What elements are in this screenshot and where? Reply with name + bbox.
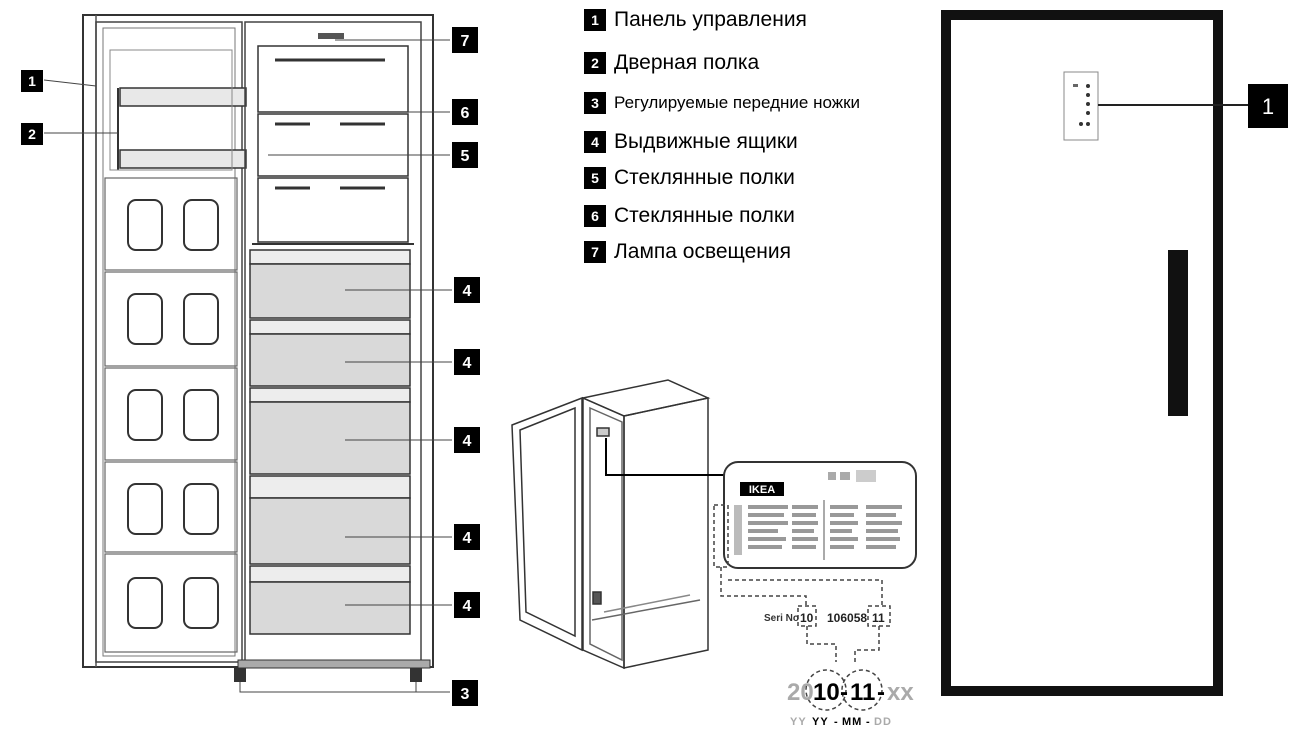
svg-text:xx: xx [887,679,914,706]
serial-part3: 11 [872,611,885,625]
svg-text:-: - [840,679,848,706]
legend-label: Регулируемые передние ножки [614,93,861,112]
legend-label: Стеклянные полки [614,166,795,189]
callout-6: 6 [452,99,478,125]
callout-door-1: 1 [1248,84,1288,128]
legend-number: 5 [584,167,606,189]
svg-text:7: 7 [461,33,470,50]
lamp [318,33,344,39]
svg-text:11: 11 [850,679,875,706]
fridge-open-diagram: 1 2 7 6 5 4 4 4 4 4 3 [21,14,480,706]
legend-item: 3 Регулируемые передние ножки [584,88,860,118]
legend-number: 7 [584,241,606,263]
svg-text:DD: DD [874,716,892,728]
svg-text:6: 6 [461,105,470,122]
date-code: 20 10 - 11 - xx [787,679,914,706]
callout-4a: 4 [454,277,480,303]
legend-label: Выдвижные ящики [614,130,798,153]
svg-text:5: 5 [461,148,470,165]
callout-7: 7 [452,27,478,53]
svg-text:1: 1 [28,73,36,89]
legend-item: 6 Стеклянные полки [584,201,795,231]
svg-text:-: - [866,716,871,728]
legend-number: 6 [584,205,606,227]
svg-text:20: 20 [787,679,814,706]
svg-text:4: 4 [463,355,472,372]
callout-4c: 4 [454,427,480,453]
rating-plate-diagram: IKEA Seri No 10 [511,379,917,728]
callout-1: 1 [21,70,43,92]
svg-text:3: 3 [461,686,470,703]
svg-text:-: - [834,716,839,728]
svg-text:4: 4 [463,598,472,615]
svg-text:4: 4 [463,530,472,547]
callout-4b: 4 [454,349,480,375]
door-shelf-lower [119,149,247,169]
svg-text:1: 1 [1262,94,1274,119]
legend-item: 5 Стеклянные полки [584,163,795,193]
drawers [249,249,411,635]
foot-left [234,668,246,682]
isometric-open-door [511,396,583,652]
svg-text:YY: YY [812,716,829,728]
callout-2: 2 [21,123,43,145]
svg-text:2: 2 [28,126,36,142]
plate-leader [605,438,730,476]
legend-number: 1 [584,9,606,31]
leader-lines [43,39,452,693]
control-panel [1063,71,1099,141]
brand-logo: IKEA [749,484,775,496]
legend-label: Панель управления [614,8,807,31]
svg-text:10: 10 [813,679,840,706]
svg-text:4: 4 [463,433,472,450]
legend-label: Дверная полка [614,51,760,74]
callout-4e: 4 [454,592,480,618]
serial-part2: 106058 [827,611,867,625]
rating-plate: IKEA [723,461,917,569]
legend-item: 7 Лампа освещения [584,237,791,267]
door-handle [1168,250,1188,416]
door-top-compartment [109,49,233,171]
glass-shelves-area [252,45,414,245]
door-compartments [104,177,238,653]
isometric-cabinet [580,379,711,670]
closed-door-diagram: 1 [941,10,1288,696]
door-liner [95,21,243,663]
cabinet-base [237,659,431,669]
callout-3: 3 [452,680,478,706]
legend-label: Стеклянные полки [614,204,795,227]
serial-label: Seri No [764,613,799,624]
date-format: YY YY - MM - DD [790,716,892,728]
dashed-connectors [713,504,891,711]
legend-item: 4 Выдвижные ящики [584,127,798,157]
legend-number: 2 [584,52,606,74]
svg-text:4: 4 [463,283,472,300]
callout-5: 5 [452,142,478,168]
svg-text:-: - [877,679,885,706]
serial-part1: 10 [800,611,814,625]
svg-text:YY: YY [790,716,807,728]
legend-item: 2 Дверная полка [584,48,759,78]
svg-text:MM: MM [842,716,862,728]
door-liner-inner [102,27,236,657]
legend-number: 3 [584,92,606,114]
foot-right [410,668,422,682]
legend-label: Лампа освещения [614,240,791,263]
door-shelf-upper [119,87,247,107]
legend-item: 1 Панель управления [584,5,807,35]
legend-number: 4 [584,131,606,153]
callout-4d: 4 [454,524,480,550]
